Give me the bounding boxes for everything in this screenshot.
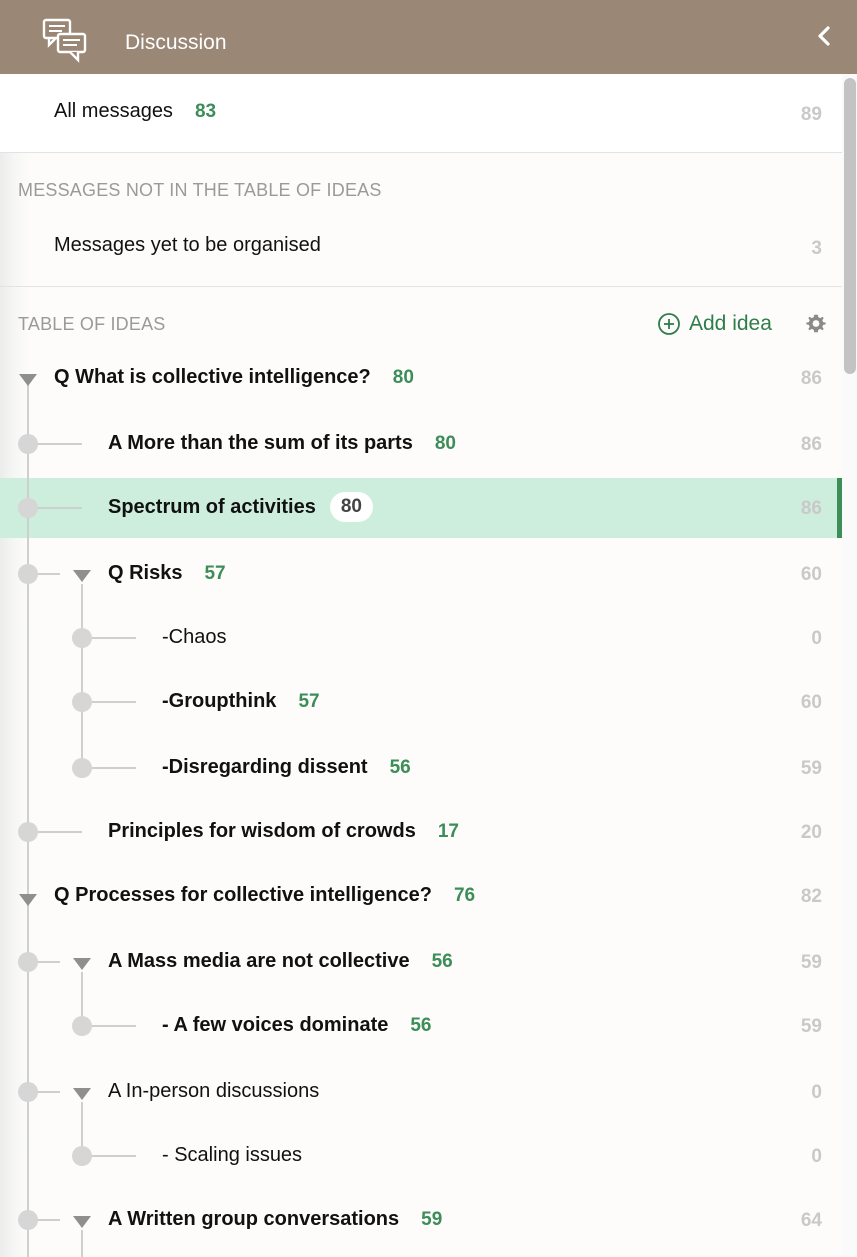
add-idea-button[interactable]: Add idea [657,312,772,336]
idea-total: 86 [800,434,822,455]
plus-circle-icon [658,313,680,335]
idea-total: 82 [800,886,822,907]
idea-total: 0 [811,628,822,649]
count-pill: 80 [329,492,373,522]
unorganised-label: Messages yet to be organised [54,234,321,256]
all-messages-count: 83 [194,101,217,122]
idea-total: 86 [800,368,822,389]
caret-down-icon[interactable] [17,892,39,908]
idea-total: 60 [800,564,822,585]
add-idea-label: Add idea [689,312,772,335]
section-title-unorganised: MESSAGES NOT IN THE TABLE OF IDEAS [18,180,382,200]
idea-total: 59 [800,758,822,779]
idea-row-scaling[interactable]: - Scaling issues 0 [0,1126,842,1186]
scrollbar-thumb[interactable] [844,78,856,374]
idea-row-q-collective[interactable]: Q What is collective intelligence?80 86 [0,348,842,408]
idea-total: 64 [800,1210,822,1231]
caret-down-icon[interactable] [17,372,39,388]
idea-label: -Chaos [162,626,227,648]
idea-total: 59 [800,1016,822,1037]
idea-total: 86 [800,498,822,519]
idea-total: 0 [811,1082,822,1103]
idea-row-q-processes[interactable]: Q Processes for collective intelligence?… [0,866,842,926]
idea-total: 60 [800,692,822,713]
gear-icon[interactable] [806,314,826,334]
all-messages-total: 89 [800,104,822,125]
idea-label: Q Processes for collective intelligence?… [54,884,476,906]
section-title-ideas: TABLE OF IDEAS [18,314,166,334]
idea-label: Q What is collective intelligence?80 [54,366,414,388]
idea-row-in-person[interactable]: A In-person discussions 0 [0,1062,842,1122]
discussion-icon [42,18,87,63]
idea-label: A In-person discussions [108,1080,320,1102]
caret-down-icon[interactable] [71,956,93,972]
chevron-left-icon[interactable] [811,22,837,50]
idea-row-chaos[interactable]: -Chaos 0 [0,608,842,668]
panel-header: Discussion [0,0,857,74]
caret-down-icon[interactable] [71,1086,93,1102]
caret-down-icon[interactable] [71,1214,93,1230]
unorganised-total: 3 [811,238,822,259]
unorganised-row[interactable]: Messages yet to be organised 3 [0,206,842,287]
idea-total: 59 [800,952,822,973]
idea-label: - Scaling issues [162,1144,303,1166]
caret-down-icon[interactable] [71,568,93,584]
panel-title: Discussion [125,31,227,54]
idea-total: 20 [800,822,822,843]
idea-total: 0 [811,1146,822,1167]
